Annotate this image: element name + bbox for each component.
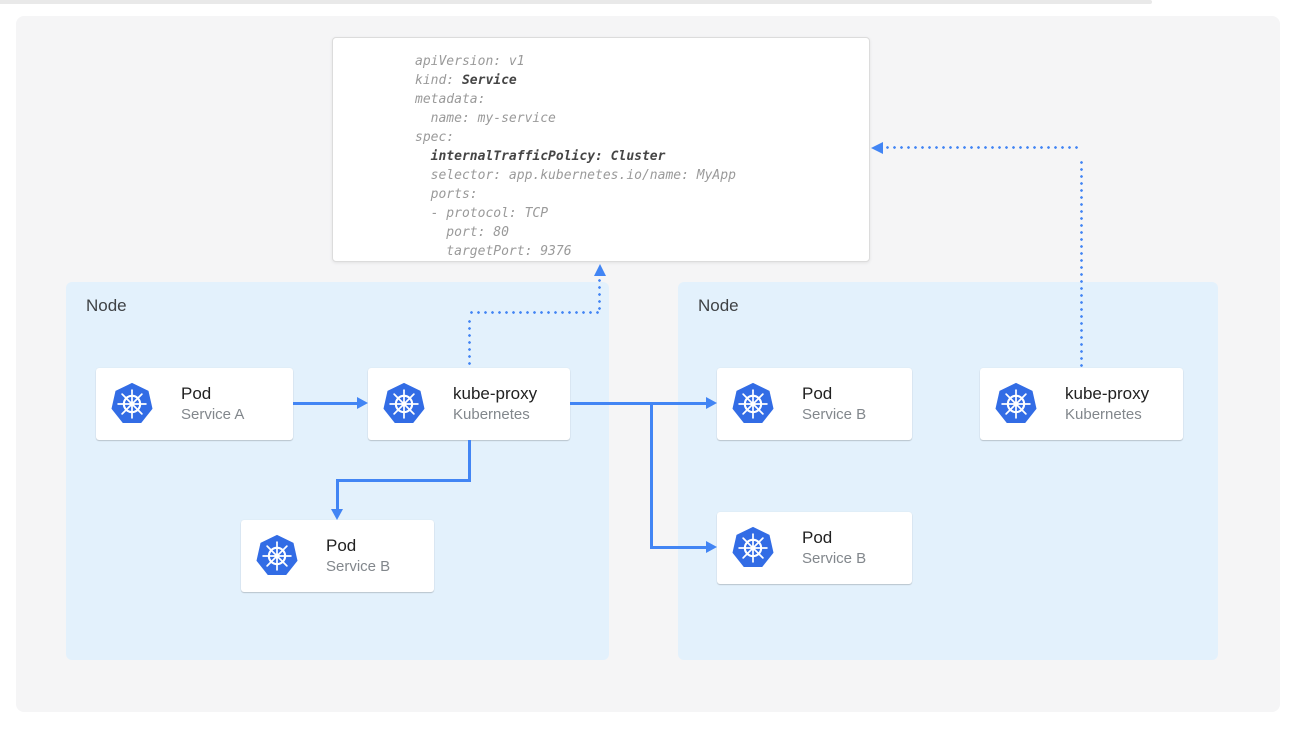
card-pod-service-b-right-bottom: Pod Service B xyxy=(717,512,912,584)
card-kube-proxy-right: kube-proxy Kubernetes xyxy=(980,368,1183,440)
connector-kube-proxy-to-pod-b-left xyxy=(468,440,471,481)
card-title: Pod xyxy=(802,527,866,549)
card-kube-proxy-left: kube-proxy Kubernetes xyxy=(368,368,570,440)
card-subtitle: Service B xyxy=(326,557,390,577)
yaml-code-line: port: 80 xyxy=(415,223,859,242)
card-title: Pod xyxy=(181,383,244,405)
card-pod-service-a: Pod Service A xyxy=(96,368,293,440)
card-subtitle: Service B xyxy=(802,549,866,569)
yaml-code-line: selector: app.kubernetes.io/name: MyApp xyxy=(415,166,859,185)
yaml-code-line: ports: xyxy=(415,185,859,204)
node-right: Node xyxy=(678,282,1218,660)
node-left-label: Node xyxy=(86,296,127,316)
card-pod-service-b-left: Pod Service B xyxy=(241,520,434,592)
arrowhead-left-icon xyxy=(871,142,883,154)
card-title: kube-proxy xyxy=(453,383,537,405)
card-title: kube-proxy xyxy=(1065,383,1149,405)
kubernetes-icon xyxy=(109,381,155,427)
arrowhead-right-icon xyxy=(357,397,368,409)
dotted-connector-kube-proxy-left-to-service xyxy=(598,277,601,313)
card-title: Pod xyxy=(802,383,866,405)
yaml-code-line: - protocol: TCP xyxy=(415,204,859,223)
node-right-label: Node xyxy=(698,296,739,316)
yaml-code-line: apiVersion: v1 xyxy=(415,52,859,71)
card-subtitle: Service A xyxy=(181,405,244,425)
card-subtitle: Kubernetes xyxy=(453,405,537,425)
connector-kube-proxy-to-pod-b-right-bottom xyxy=(650,546,706,549)
kubernetes-icon xyxy=(254,533,300,579)
card-subtitle: Service B xyxy=(802,405,866,425)
arrowhead-right-icon xyxy=(706,541,717,553)
yaml-code-line: spec: xyxy=(415,128,859,147)
dotted-connector-kube-proxy-right-to-service xyxy=(1080,159,1083,367)
connector-kube-proxy-to-pod-b-left xyxy=(336,479,339,510)
yaml-code-line: name: my-service xyxy=(415,109,859,128)
kubernetes-icon xyxy=(730,525,776,571)
card-title: Pod xyxy=(326,535,390,557)
top-divider xyxy=(0,0,1152,4)
dotted-connector-kube-proxy-left-to-service xyxy=(468,311,602,314)
connector-kube-proxy-to-pod-b-left xyxy=(336,479,471,482)
connector-kube-proxy-to-pod-b-right-top xyxy=(570,402,706,405)
diagram-panel: apiVersion: v1 kind: Service metadata: n… xyxy=(16,16,1280,712)
dotted-connector-kube-proxy-right-to-service xyxy=(884,146,1082,149)
connector-pod-a-to-kube-proxy xyxy=(293,402,358,405)
card-subtitle: Kubernetes xyxy=(1065,405,1149,425)
arrowhead-right-icon xyxy=(706,397,717,409)
connector-kube-proxy-to-pod-b-right-bottom xyxy=(650,402,653,549)
arrowhead-up-icon xyxy=(594,264,606,276)
arrowhead-down-icon xyxy=(331,509,343,520)
yaml-code-line: internalTrafficPolicy: Cluster xyxy=(415,147,859,166)
yaml-code-line: targetPort: 9376 xyxy=(415,242,859,261)
kubernetes-icon xyxy=(993,381,1039,427)
node-left: Node xyxy=(66,282,609,660)
kubernetes-icon xyxy=(730,381,776,427)
yaml-code-line: metadata: xyxy=(415,90,859,109)
card-pod-service-b-right-top: Pod Service B xyxy=(717,368,912,440)
dotted-connector-kube-proxy-left-to-service xyxy=(468,318,471,368)
yaml-code-line: kind: Service xyxy=(415,71,859,90)
kubernetes-icon xyxy=(381,381,427,427)
service-yaml-panel: apiVersion: v1 kind: Service metadata: n… xyxy=(332,37,870,262)
